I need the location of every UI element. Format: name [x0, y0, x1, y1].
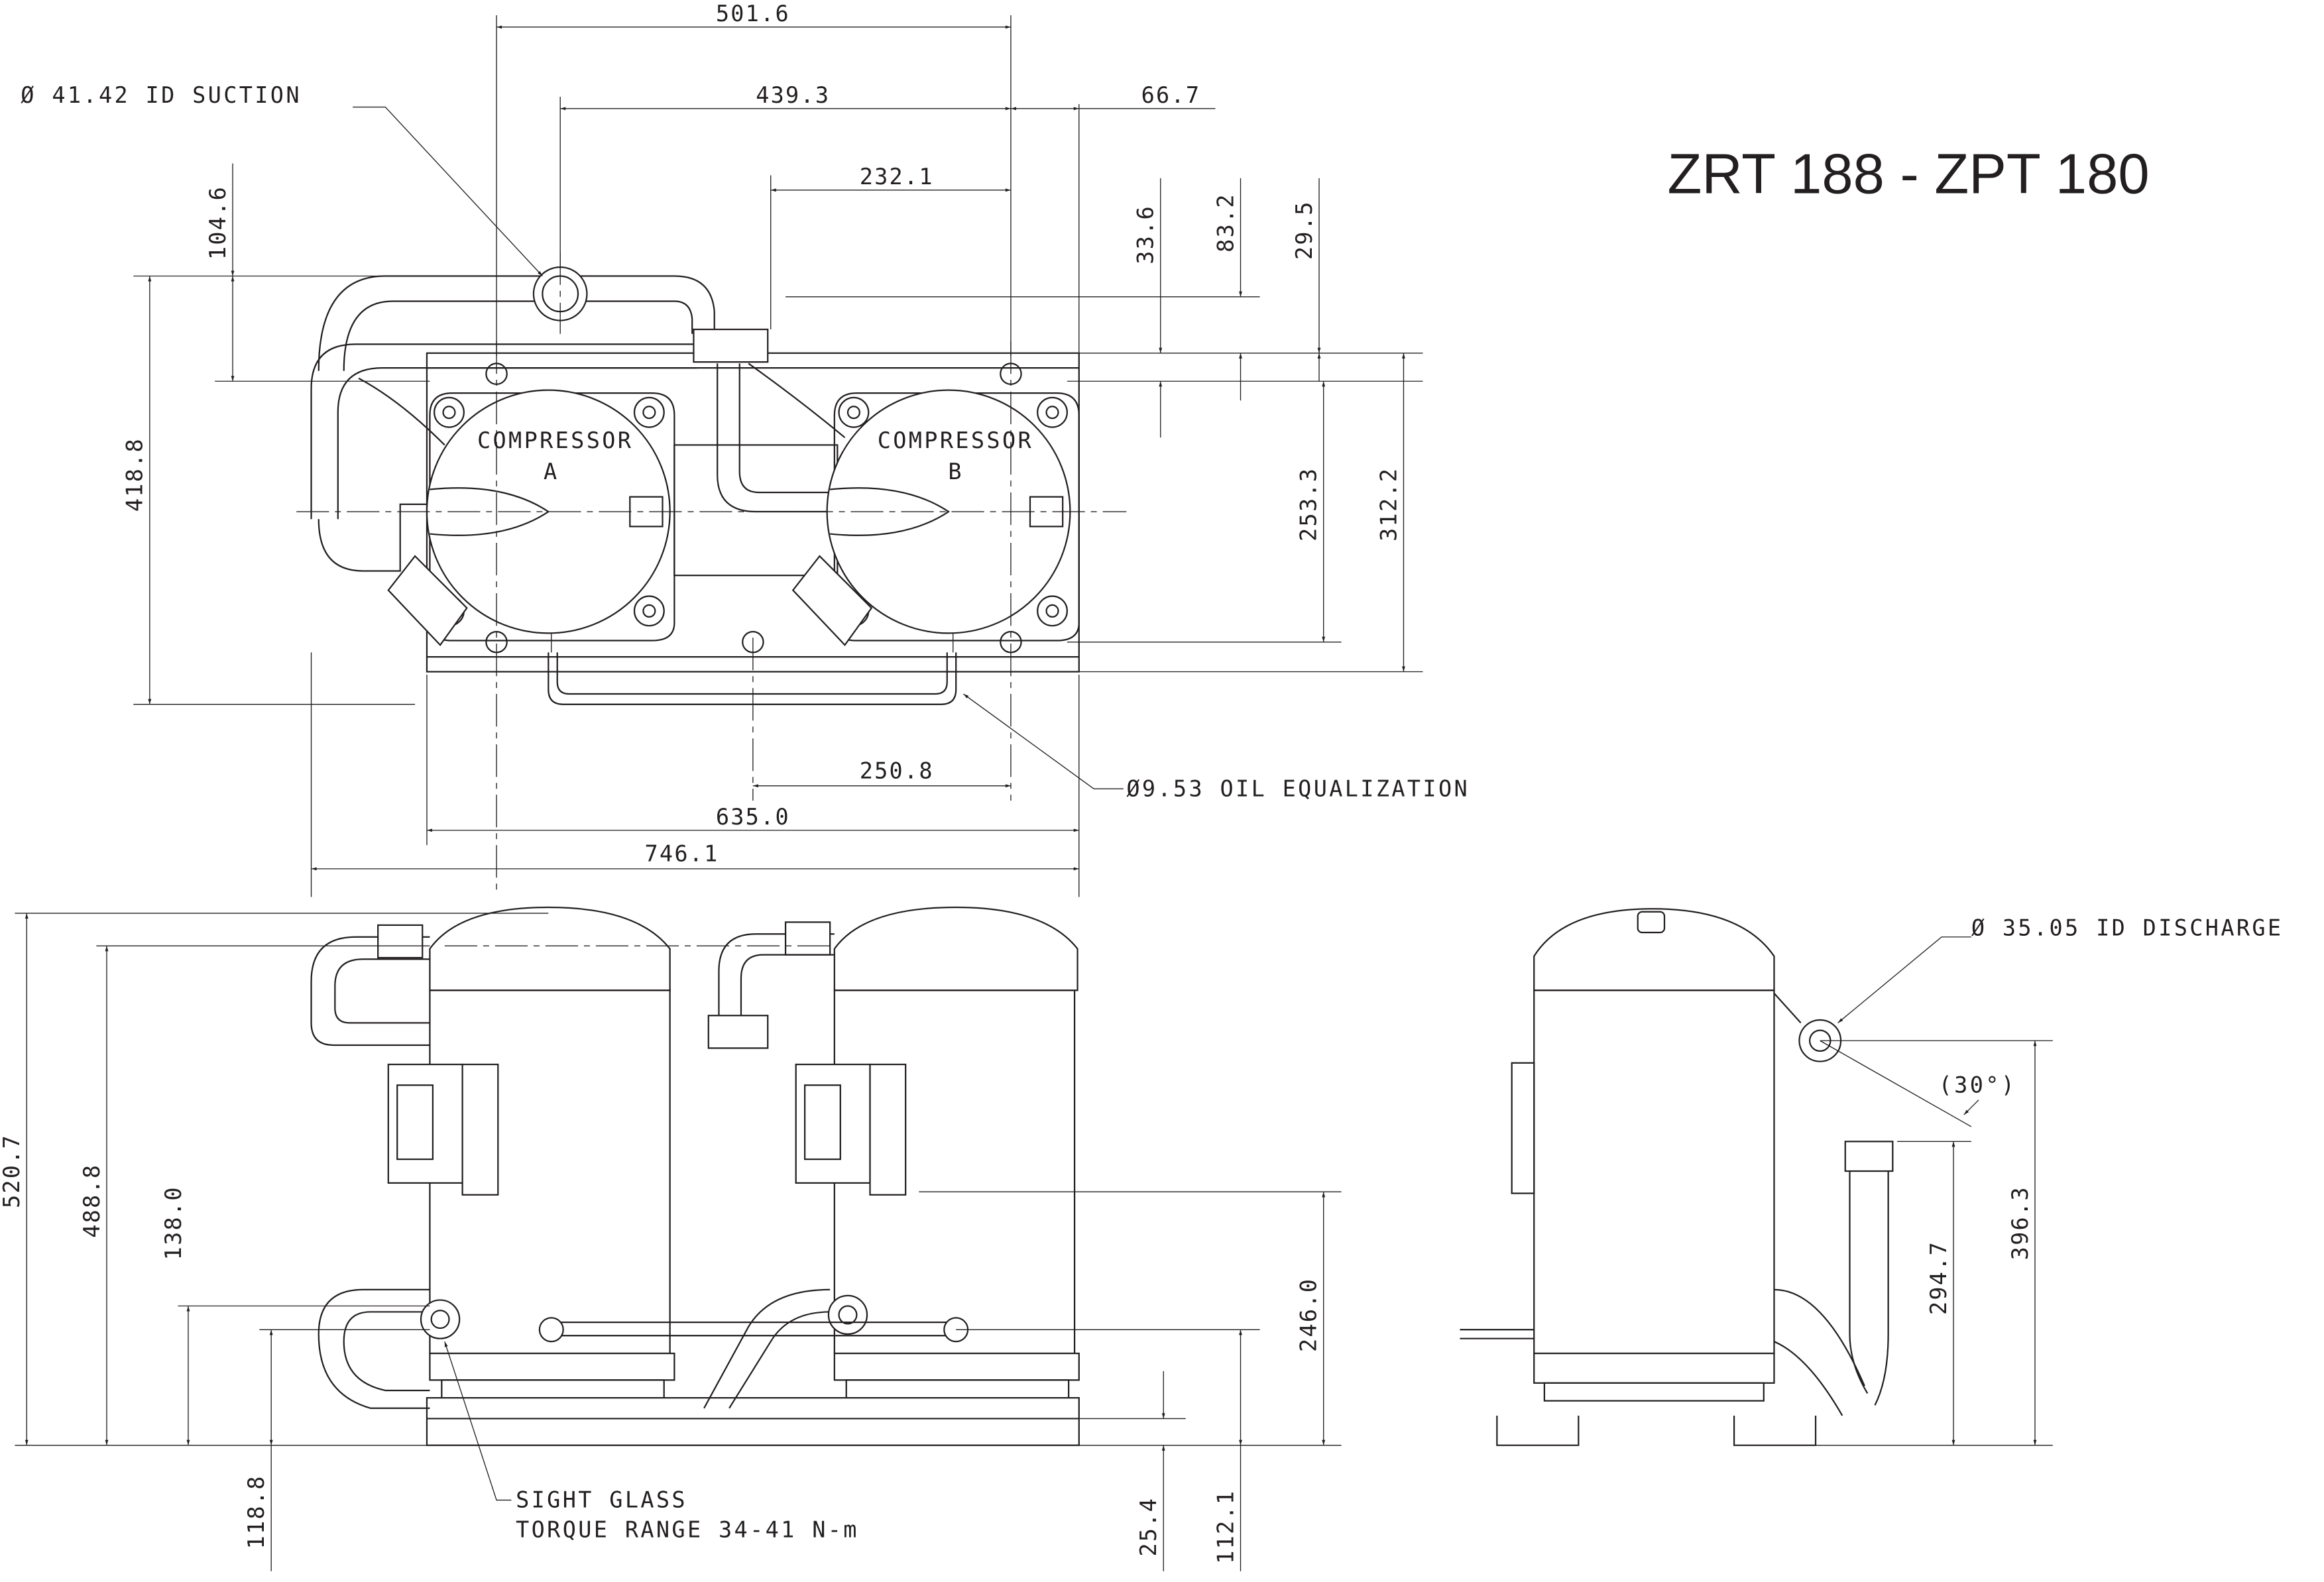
angle-label: (30°): [1939, 1072, 2017, 1098]
compressor-a-top: COMPRESSOR A: [387, 389, 675, 653]
suction-label: Ø 41.42 ID SUCTION: [21, 82, 302, 108]
dim-66-7: 66.7: [1141, 82, 1201, 108]
dim-396-3: 396.3: [2007, 1186, 2033, 1260]
compressor-b-label: COMPRESSOR: [878, 427, 1033, 453]
compressor-a-letter: A: [544, 459, 559, 484]
torque-range-label: TORQUE RANGE 34-41 N-m: [516, 1516, 859, 1542]
top-view: COMPRESSOR A COMPRESSOR B: [21, 1, 1470, 897]
dim-294-7: 294.7: [1926, 1241, 1951, 1315]
base-rail: [426, 1397, 1080, 1446]
oil-equalization-label: Ø9.53 OIL EQUALIZATION: [1126, 775, 1470, 801]
drawing-title: ZRT 188 - ZPT 180: [1667, 142, 2149, 205]
dim-246-0: 246.0: [1296, 1278, 1322, 1352]
dim-520-7: 520.7: [0, 1134, 25, 1208]
dim-232-1: 232.1: [860, 164, 934, 190]
compressor-b-letter: B: [948, 459, 964, 484]
sight-glass-a: [420, 1299, 461, 1339]
dim-104-6: 104.6: [205, 186, 231, 260]
dim-33-6: 33.6: [1133, 205, 1159, 264]
front-view: 520.7 488.8 138.0 118.8 246.0 25.4 112.1…: [0, 906, 1342, 1571]
sight-glass-b: [827, 1294, 868, 1335]
dim-112-1: 112.1: [1212, 1490, 1238, 1564]
dim-118-8: 118.8: [243, 1475, 269, 1549]
dim-488-8: 488.8: [79, 1164, 105, 1238]
compressor-a-label: COMPRESSOR: [477, 427, 633, 453]
dim-635-0: 635.0: [716, 804, 790, 830]
dim-25-4: 25.4: [1135, 1497, 1161, 1557]
dim-418-8: 418.8: [122, 437, 148, 512]
dim-29-5: 29.5: [1291, 200, 1317, 260]
dim-250-8: 250.8: [860, 758, 934, 783]
discharge-label: Ø 35.05 ID DISCHARGE: [1971, 915, 2284, 941]
dim-439-3: 439.3: [756, 82, 830, 108]
dim-253-3: 253.3: [1296, 467, 1322, 541]
side-view: 396.3 294.7 Ø 35.05 ID DISCHARGE (30°): [1460, 908, 2284, 1446]
dim-746-1: 746.1: [645, 841, 719, 867]
dim-312-2: 312.2: [1375, 467, 1401, 541]
dim-501-6: 501.6: [716, 1, 790, 27]
side-terminal-box: [1511, 1062, 1535, 1194]
dim-138-0: 138.0: [160, 1186, 186, 1260]
dim-83-2: 83.2: [1212, 193, 1238, 253]
sight-glass-label: SIGHT GLASS: [516, 1487, 687, 1513]
